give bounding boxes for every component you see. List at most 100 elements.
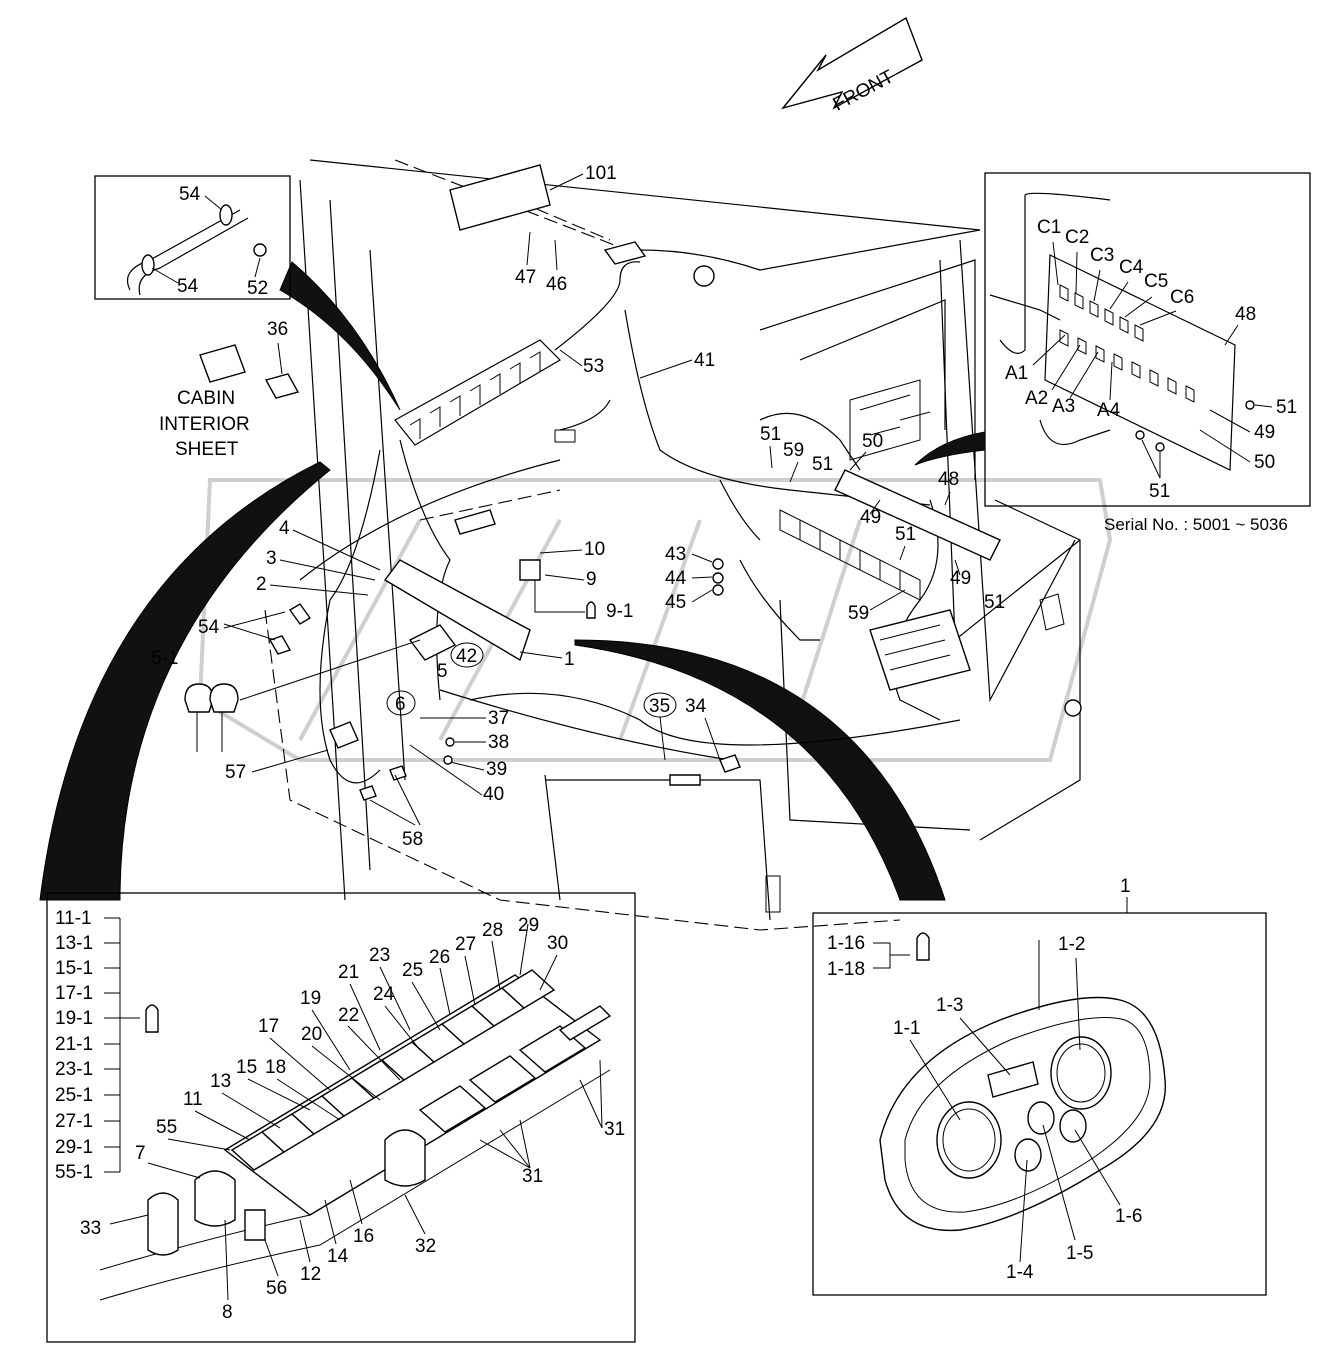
cabin-note-line1: CABIN xyxy=(177,388,235,409)
relay-label-c4: C4 xyxy=(1119,257,1144,278)
bulb-29-1: 29-1 xyxy=(55,1137,93,1158)
callout-35: 35 xyxy=(649,696,670,717)
callout-58: 58 xyxy=(402,829,423,850)
relay-label-49: 49 xyxy=(1254,422,1275,443)
callout-45: 45 xyxy=(665,592,686,613)
inset-switches: 11-1 13-1 15-1 17-1 19-1 21-1 23-1 25-1 … xyxy=(46,892,636,1343)
cluster-1-6: 1-6 xyxy=(1115,1206,1142,1227)
callout-32: 32 xyxy=(415,1236,436,1257)
front-arrow: FRONT xyxy=(781,16,923,116)
cluster-1-1: 1-1 xyxy=(893,1018,920,1039)
relay-label-a3: A3 xyxy=(1052,396,1075,417)
cabin-interior-note: 36 CABIN INTERIOR SHEET xyxy=(159,319,300,460)
callout-31-a: 31 xyxy=(604,1119,625,1140)
callout-44: 44 xyxy=(665,568,687,589)
cabin-note-line3: SHEET xyxy=(175,439,239,460)
callout-39: 39 xyxy=(486,759,507,780)
callout-49-a: 49 xyxy=(860,507,881,528)
callout-29: 29 xyxy=(518,915,539,936)
callout-54-b: 54 xyxy=(177,276,199,297)
callout-101: 101 xyxy=(585,163,617,184)
callout-4: 4 xyxy=(279,518,290,539)
callout-30: 30 xyxy=(547,933,568,954)
cluster-1-16: 1-16 xyxy=(827,933,865,954)
callout-51-b: 51 xyxy=(812,454,833,475)
relay-label-c5: C5 xyxy=(1144,271,1168,292)
callout-14: 14 xyxy=(327,1246,349,1267)
arrow-icon xyxy=(781,16,923,110)
callout-22: 22 xyxy=(338,1005,359,1026)
harness-assembly xyxy=(268,164,1001,801)
relay-label-a1: A1 xyxy=(1005,363,1028,384)
callout-48: 48 xyxy=(938,469,959,490)
callout-5-1: 5-1 xyxy=(151,648,178,669)
relay-label-51: 51 xyxy=(1276,397,1297,418)
cluster-title: 1 xyxy=(1120,876,1131,897)
callout-12: 12 xyxy=(300,1264,321,1285)
callout-51-a: 51 xyxy=(760,424,781,445)
callout-21: 21 xyxy=(338,962,359,983)
cluster-1-4: 1-4 xyxy=(1006,1262,1034,1283)
callout-7: 7 xyxy=(135,1143,146,1164)
cluster-1-5: 1-5 xyxy=(1066,1243,1093,1264)
cluster-1-2: 1-2 xyxy=(1058,934,1085,955)
callout-8: 8 xyxy=(222,1302,233,1323)
lamp-icon xyxy=(199,344,246,383)
callout-10: 10 xyxy=(584,539,605,560)
callout-55: 55 xyxy=(156,1117,177,1138)
relay-label-c2: C2 xyxy=(1065,227,1089,248)
relay-label-51-b: 51 xyxy=(1149,481,1170,502)
relay-label-a2: A2 xyxy=(1025,388,1048,409)
main-callouts: 101 47 46 53 41 51 59 50 51 48 49 51 49 … xyxy=(151,163,1005,850)
callout-19: 19 xyxy=(300,988,321,1009)
relay-label-48: 48 xyxy=(1235,304,1256,325)
bulb-13-1: 13-1 xyxy=(55,933,93,954)
callout-51-d: 51 xyxy=(984,592,1005,613)
callout-27: 27 xyxy=(455,934,476,955)
callout-15: 15 xyxy=(236,1057,257,1078)
callout-42: 42 xyxy=(456,646,477,667)
callout-38: 38 xyxy=(488,732,509,753)
callout-20: 20 xyxy=(301,1024,322,1045)
callout-9-1: 9-1 xyxy=(606,601,633,622)
callout-50: 50 xyxy=(862,431,883,452)
leader-curves xyxy=(39,261,986,901)
callout-56: 56 xyxy=(266,1278,287,1299)
callout-1: 1 xyxy=(564,649,575,670)
callout-41: 41 xyxy=(694,350,715,371)
callout-47: 47 xyxy=(515,267,536,288)
callout-33: 33 xyxy=(80,1218,101,1239)
callout-37: 37 xyxy=(488,708,509,729)
relay-label-c6: C6 xyxy=(1170,287,1194,308)
callout-11: 11 xyxy=(183,1089,203,1110)
callout-46: 46 xyxy=(546,274,567,295)
callout-34: 34 xyxy=(685,696,707,717)
callout-40: 40 xyxy=(483,784,504,805)
bulb-icon xyxy=(586,601,596,619)
callout-59-b: 59 xyxy=(848,603,869,624)
bulb-27-1: 27-1 xyxy=(55,1111,93,1132)
callout-57: 57 xyxy=(225,762,246,783)
bulb-19-1: 19-1 xyxy=(55,1008,93,1029)
relay-label-c3: C3 xyxy=(1090,245,1114,266)
callout-51-c: 51 xyxy=(895,524,916,545)
bulb-23-1: 23-1 xyxy=(55,1059,93,1080)
callout-13: 13 xyxy=(210,1071,231,1092)
callout-9: 9 xyxy=(586,569,597,590)
bulb-55-1: 55-1 xyxy=(55,1162,93,1183)
callout-25: 25 xyxy=(402,960,423,981)
callout-2: 2 xyxy=(256,574,267,595)
callout-31-b: 31 xyxy=(522,1166,543,1187)
bulb-11-1: 11-1 xyxy=(55,908,92,929)
callout-54-c: 54 xyxy=(198,617,220,638)
cluster-1-18: 1-18 xyxy=(827,959,865,980)
callout-24: 24 xyxy=(373,984,395,1005)
watermark xyxy=(197,478,1113,762)
cluster-1-3: 1-3 xyxy=(936,995,963,1016)
callout-28: 28 xyxy=(482,920,503,941)
relay-label-a4: A4 xyxy=(1097,400,1121,421)
callout-5: 5 xyxy=(437,661,448,682)
inset-grommet: 54 54 52 xyxy=(94,175,291,300)
cabin-note-line2: INTERIOR xyxy=(159,414,250,435)
